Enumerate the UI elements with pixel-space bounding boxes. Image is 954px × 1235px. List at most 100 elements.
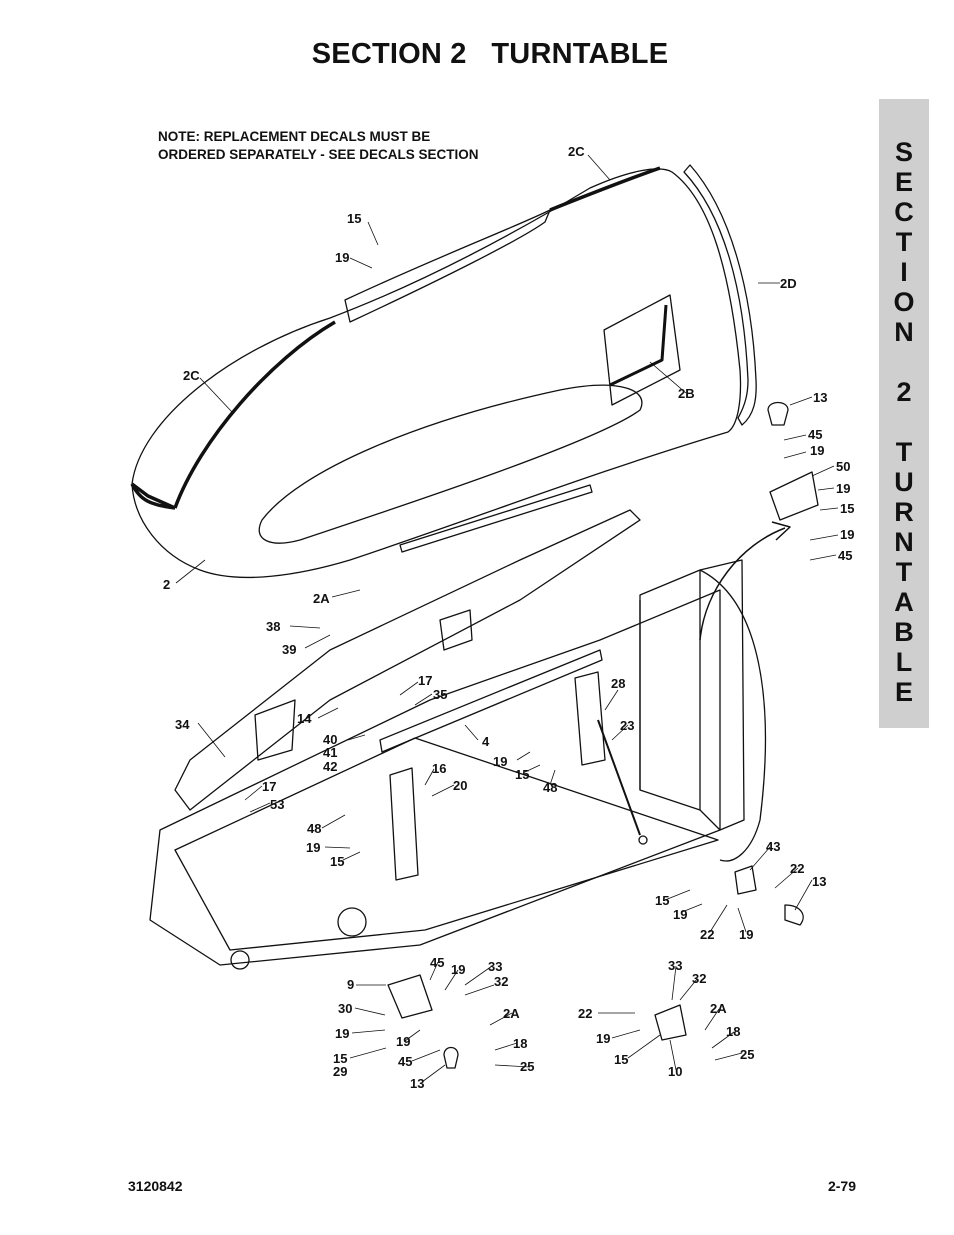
part-callout: 25 — [740, 1047, 754, 1062]
part-callout: 22 — [790, 861, 804, 876]
part-callout: 17 — [418, 673, 432, 688]
page-number: 2-79 — [827, 1178, 856, 1194]
side-tab-letter: B — [894, 617, 914, 647]
bracket-43 — [734, 865, 757, 895]
part-callout: 48 — [543, 780, 557, 795]
doc-number: 3120842 — [128, 1178, 183, 1194]
part-callout: 18 — [513, 1036, 527, 1051]
part-callout: 53 — [270, 797, 284, 812]
part-callout: 20 — [453, 778, 467, 793]
part-callout: 50 — [836, 459, 850, 474]
hood-slot — [399, 484, 593, 553]
side-tab-letter: E — [894, 677, 913, 707]
side-panel-window-1 — [254, 699, 296, 761]
part-callout: 19 — [396, 1034, 410, 1049]
bumper-13-top — [767, 401, 789, 426]
part-callout: 2B — [678, 386, 695, 401]
page-title: SECTION 2 TURNTABLE — [311, 38, 669, 70]
turntable-plate — [174, 737, 719, 951]
part-callout: 19 — [335, 250, 349, 265]
part-callout: 38 — [266, 619, 280, 634]
part-callout: 2A — [313, 591, 330, 606]
part-callout: 2A — [503, 1006, 520, 1021]
part-callout: 19 — [493, 754, 507, 769]
bumper-13-bottom — [443, 1046, 459, 1069]
bracket-28 — [574, 671, 606, 766]
note-line-1: NOTE: REPLACEMENT DECALS MUST BE — [158, 129, 431, 144]
part-callout: 34 — [175, 717, 190, 732]
turntable-frame — [149, 589, 721, 966]
part-callout: 19 — [673, 907, 687, 922]
turntable-rear-fender — [699, 569, 767, 862]
part-callout: 16 — [432, 761, 446, 776]
rail-4 — [379, 649, 603, 753]
part-callout: 13 — [812, 874, 826, 889]
hood-top-ridge — [344, 209, 551, 323]
turntable-center-cap — [230, 950, 250, 970]
part-callout: 19 — [836, 481, 850, 496]
part-callout: 2A — [710, 1001, 727, 1016]
part-callout: 40 — [323, 732, 337, 747]
part-callout: 25 — [520, 1059, 534, 1074]
part-callout: 15 — [840, 501, 854, 516]
part-callout: 15 — [330, 854, 344, 869]
part-callout: 15 — [347, 211, 361, 226]
part-callout: 45 — [808, 427, 822, 442]
part-callout: 45 — [430, 955, 444, 970]
side-panel-34 — [174, 509, 641, 811]
part-callout: 33 — [668, 958, 682, 973]
part-callout: 48 — [307, 821, 321, 836]
part-callout: 33 — [488, 959, 502, 974]
decal-2b — [609, 304, 668, 387]
decal-2c-top — [549, 166, 661, 212]
side-tab-letter: L — [895, 647, 913, 677]
side-tab-letter: N — [894, 527, 914, 557]
part-callout: 43 — [766, 839, 780, 854]
part-callout: 22 — [700, 927, 714, 942]
hood-lower-window — [258, 384, 643, 544]
part-callout: 39 — [282, 642, 296, 657]
turntable-upright-right — [639, 559, 745, 831]
decal-2c-left — [130, 320, 336, 510]
part-callout: 13 — [813, 390, 827, 405]
hood-rear-edge-strip — [683, 164, 757, 426]
part-callout: 19 — [739, 927, 753, 942]
part-callout: 19 — [451, 962, 465, 977]
part-callout: 15 — [614, 1052, 628, 1067]
part-callout: 22 — [578, 1006, 592, 1021]
part-callout: 15 — [515, 767, 529, 782]
hood-side-panel — [603, 294, 681, 406]
gas-strut-23 — [597, 719, 641, 836]
part-callout: 41 — [323, 745, 337, 760]
side-tab-letter: T — [895, 227, 913, 257]
part-callout: 19 — [810, 443, 824, 458]
part-callout: 18 — [726, 1024, 740, 1039]
part-callout: 28 — [611, 676, 625, 691]
part-callout: 23 — [620, 718, 634, 733]
side-tab-letter: E — [894, 167, 913, 197]
side-tab-letter: N — [894, 317, 914, 347]
part-callout: 32 — [494, 974, 508, 989]
side-tab-letter: T — [895, 437, 913, 467]
part-callout: 35 — [433, 687, 447, 702]
part-callout: 13 — [410, 1076, 424, 1091]
part-callout: 30 — [338, 1001, 352, 1016]
part-callout: 15 — [333, 1051, 347, 1066]
part-callout: 2C — [568, 144, 585, 159]
part-callout: 15 — [655, 893, 669, 908]
note-line-2: ORDERED SEPARATELY - SEE DECALS SECTION — [158, 147, 479, 162]
side-tab-letter: C — [894, 197, 914, 227]
part-callout: 2C — [183, 368, 200, 383]
side-tab-letter: A — [894, 587, 914, 617]
side-tab-letter: U — [894, 467, 914, 497]
bumper-13-right — [784, 904, 804, 926]
part-callout: 14 — [297, 711, 312, 726]
turntable-bore — [337, 907, 367, 937]
part-callout: 45 — [838, 548, 852, 563]
side-tab-letter: 2 — [896, 377, 912, 407]
bracket-50 — [769, 471, 819, 521]
part-callout: 29 — [333, 1064, 347, 1079]
